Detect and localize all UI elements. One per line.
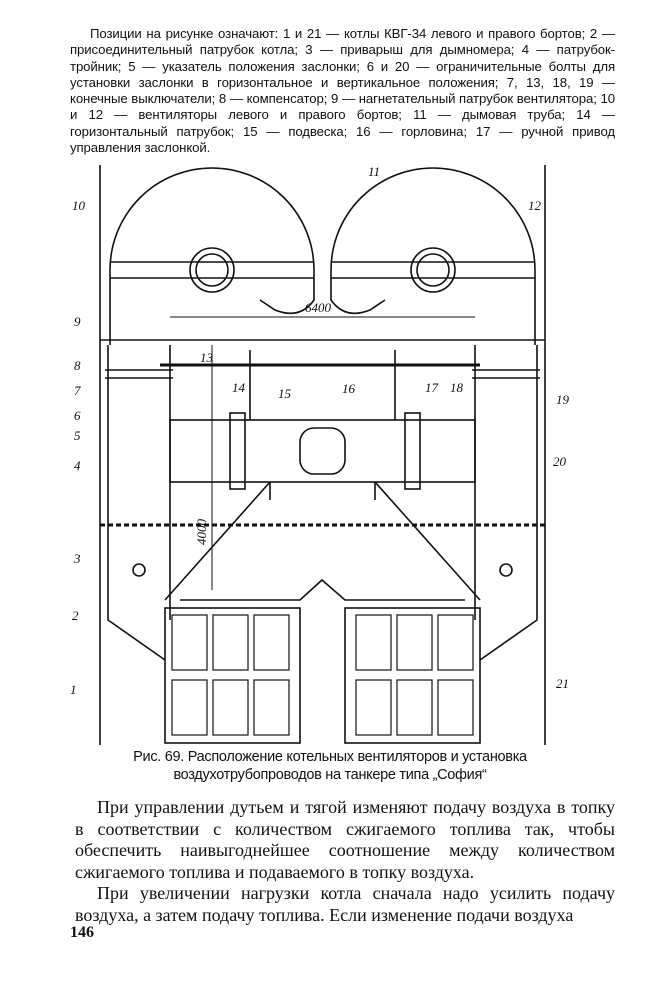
page-number: 146: [70, 924, 94, 941]
paragraph: При управлении дутьем и тягой изменяют п…: [75, 797, 615, 882]
horizontal-duct: [160, 350, 480, 490]
callout-14: 14: [232, 380, 246, 395]
right-fan: [330, 167, 536, 345]
callout-1: 1: [70, 682, 77, 697]
callout-8: 8: [74, 358, 81, 373]
callout-6: 6: [74, 408, 81, 423]
callout-3: 3: [73, 551, 81, 566]
boilers: [164, 607, 481, 744]
figure-caption: Рис. 69. Расположение котельных вентилят…: [133, 749, 527, 783]
callout-19: 19: [556, 392, 570, 407]
dimension-4000: 4000: [194, 519, 209, 546]
callout-16: 16: [342, 381, 356, 396]
callout-18: 18: [450, 380, 464, 395]
callout-2: 2: [72, 608, 79, 623]
frame-lines: [99, 165, 546, 745]
callout-13: 13: [200, 350, 214, 365]
boiler-fan-diagram: 6400 4000 1 2 3 4 5 6 7 8 9 10 11 12 13 …: [70, 164, 570, 745]
callout-11: 11: [368, 164, 380, 179]
figure-legend: Позиции на рисунке означают: 1 и 21 — ко…: [70, 26, 615, 156]
callout-9: 9: [74, 314, 81, 329]
hopper: [164, 481, 481, 601]
callout-10: 10: [72, 198, 86, 213]
callout-21: 21: [556, 676, 569, 691]
vertical-ducts: [105, 345, 540, 661]
callout-20: 20: [553, 454, 567, 469]
callout-17: 17: [425, 380, 439, 395]
callout-4: 4: [74, 458, 81, 473]
callout-15: 15: [278, 386, 292, 401]
dimensions: [170, 316, 475, 590]
body-text: При управлении дутьем и тягой изменяют п…: [75, 797, 615, 926]
paragraph: При увеличении нагрузки котла сначала на…: [75, 883, 615, 925]
left-fan: [109, 167, 315, 345]
callout-5: 5: [74, 428, 81, 443]
dimension-6400: 6400: [305, 300, 332, 315]
callout-7: 7: [74, 383, 81, 398]
callout-12: 12: [528, 198, 542, 213]
